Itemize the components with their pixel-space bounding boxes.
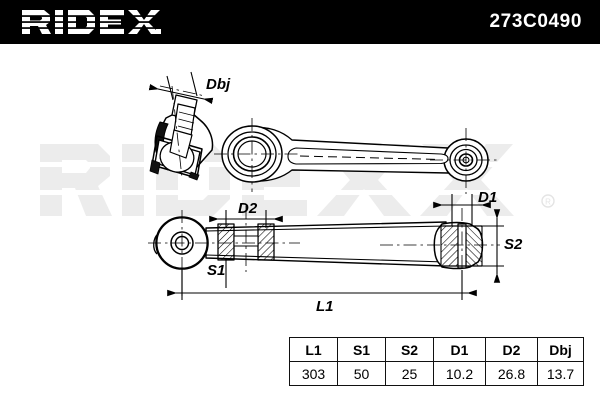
ridex-watermark (38, 144, 528, 216)
registered-trademark-icon: R (541, 194, 555, 208)
top-view-rib-dashes (299, 155, 441, 160)
table-cell-d1: 10.2 (433, 361, 486, 386)
table-cell-d2: 26.8 (485, 361, 538, 386)
table-header-l1: L1 (289, 337, 338, 362)
spec-table: L1 S1 S2 D1 D2 Dbj 303 50 25 10.2 26.8 1… (289, 337, 584, 386)
table-cell-dbj: 13.7 (537, 361, 584, 386)
dimension-s2 (478, 209, 504, 283)
header-bar: 273C0490 (0, 0, 600, 44)
side-view-centerlines (148, 206, 500, 282)
ridex-logo-icon (22, 10, 162, 34)
label-dbj: Dbj (206, 76, 231, 93)
table-header-s2: S2 (385, 337, 434, 362)
table-header-s1: S1 (337, 337, 386, 362)
table-cell-l1: 303 (289, 361, 338, 386)
label-d2: D2 (238, 200, 258, 217)
table-cell-s2: 25 (385, 361, 434, 386)
side-view-arm (153, 216, 484, 270)
label-s2: S2 (504, 236, 523, 253)
table-row: 303 50 25 10.2 26.8 13.7 (289, 361, 584, 386)
dimension-d1 (433, 194, 491, 226)
table-header-row: L1 S1 S2 D1 D2 Dbj (289, 337, 584, 362)
label-d1: D1 (478, 189, 498, 206)
dimension-dbj (148, 71, 214, 104)
label-l1: L1 (316, 298, 334, 315)
table-cell-s1: 50 (337, 361, 386, 386)
svg-text:R: R (545, 198, 551, 207)
label-s1: S1 (207, 262, 226, 279)
top-view-centerlines (159, 85, 500, 194)
part-number: 273C0490 (489, 11, 582, 32)
table-header-d2: D2 (485, 337, 538, 362)
table-header-d1: D1 (433, 337, 486, 362)
top-view-arm (221, 125, 489, 183)
top-view-ball-joint (149, 94, 214, 181)
table-header-dbj: Dbj (537, 337, 584, 362)
